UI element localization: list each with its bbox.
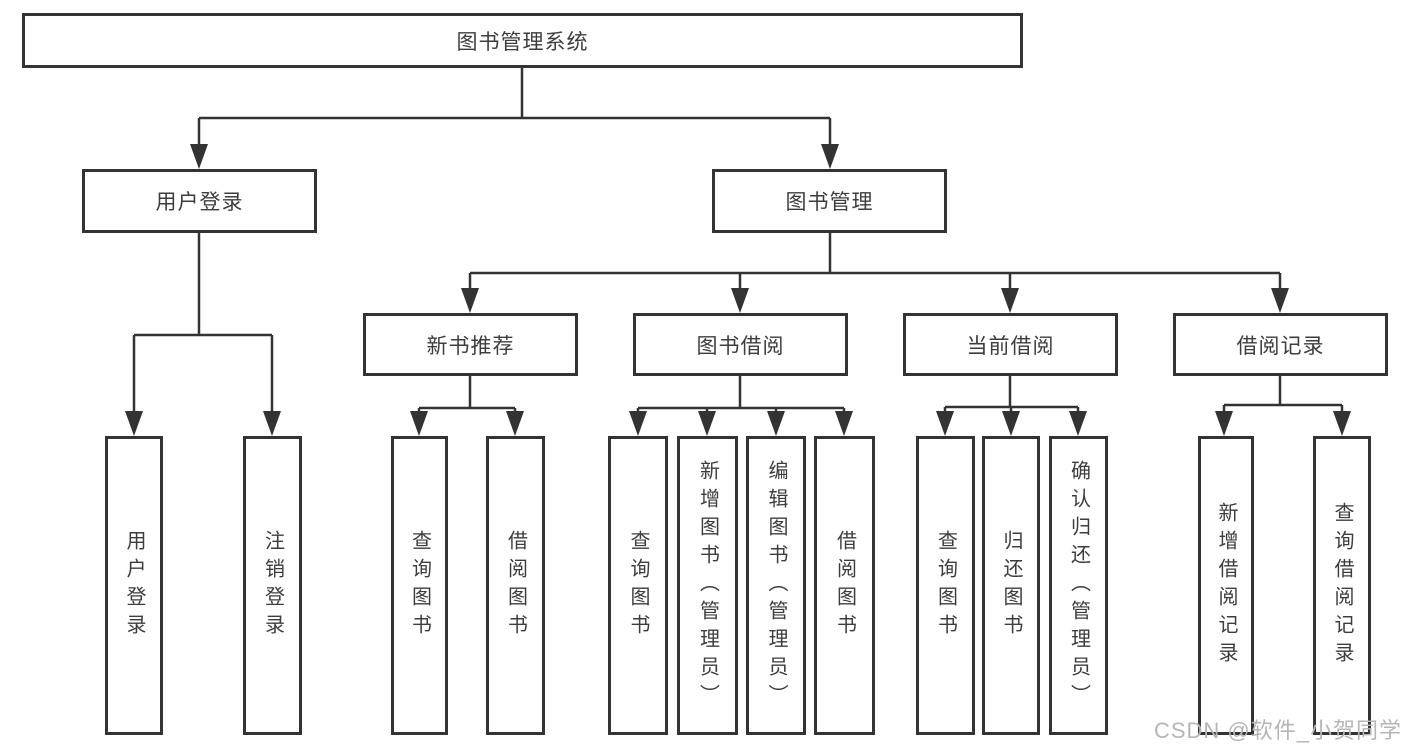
leaf-logout: 注销登录	[243, 436, 302, 735]
node-borrowing-records: 借阅记录	[1173, 313, 1388, 376]
node-user-login: 用户登录	[82, 169, 317, 233]
leaf-edit-book-admin: 编辑图书（管理员）	[746, 436, 806, 735]
connector-book-management	[461, 233, 1289, 313]
leaf-query-book-borrowing: 查询图书	[608, 436, 668, 735]
node-book-management: 图书管理	[712, 169, 947, 233]
leaf-return-book: 归还图书	[982, 436, 1040, 735]
connector-book-borrowing	[629, 376, 853, 436]
leaf-user-login: 用户登录	[105, 436, 163, 735]
node-book-borrowing: 图书借阅	[633, 313, 848, 376]
csdn-watermark: CSDN @软件_小贺同学	[1153, 718, 1402, 743]
leaf-query-book-current: 查询图书	[916, 436, 975, 735]
node-current-borrowing: 当前借阅	[903, 313, 1118, 376]
node-root: 图书管理系统	[22, 13, 1023, 68]
leaf-confirm-return-admin: 确认归还（管理员）	[1049, 436, 1108, 735]
connector-borrowing-records	[1215, 376, 1351, 436]
leaf-borrow-book-recommend: 借阅图书	[486, 436, 545, 735]
connector-current-borrowing	[936, 376, 1087, 436]
leaf-add-borrow-record: 新增借阅记录	[1198, 436, 1254, 735]
connector-user-login	[125, 232, 281, 436]
leaf-borrow-book: 借阅图书	[814, 436, 875, 735]
leaf-query-borrow-record: 查询借阅记录	[1313, 436, 1371, 735]
node-new-book-recommendation: 新书推荐	[363, 313, 578, 376]
leaf-add-book-admin: 新增图书（管理员）	[677, 436, 738, 735]
connector-root	[190, 68, 839, 169]
leaf-query-book-recommend: 查询图书	[391, 436, 448, 735]
connector-new-book-recommendation	[410, 376, 524, 436]
